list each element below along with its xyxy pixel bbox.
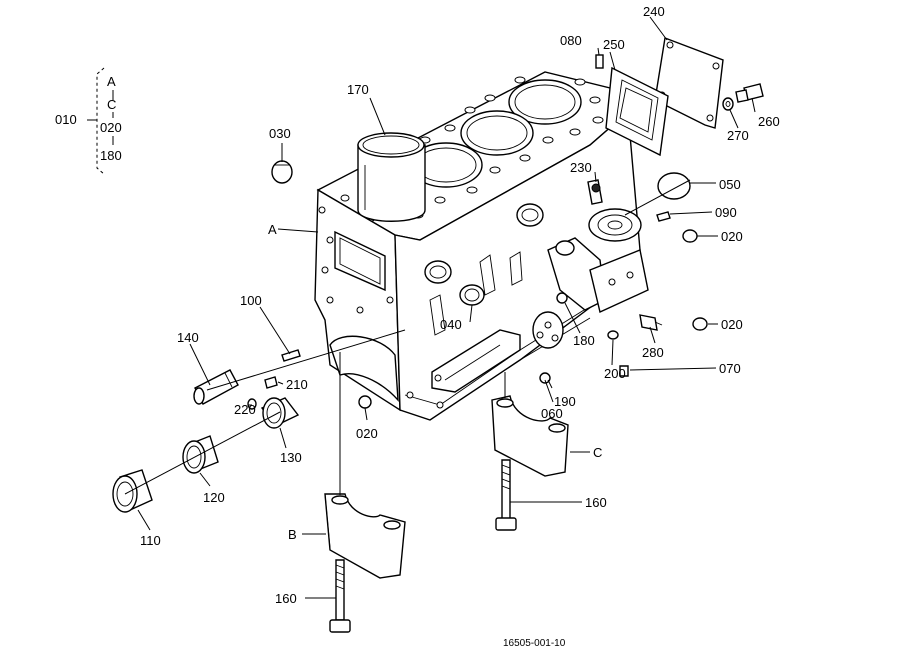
label-a: A — [268, 222, 277, 237]
bolt-160-lower — [329, 559, 351, 633]
bushing-130 — [260, 397, 300, 429]
label-080: 080 — [560, 33, 582, 48]
crank-bore-front — [329, 335, 399, 402]
label-020-upper: 020 — [721, 229, 743, 244]
part-labels: 240 080 250 170 030 260 270 050 230 090 … — [140, 4, 780, 606]
label-070: 070 — [719, 361, 741, 376]
label-050: 050 — [719, 177, 741, 192]
label-020-lower: 020 — [356, 426, 378, 441]
legend-a-label: A — [107, 74, 116, 89]
legend-180-label: 180 — [100, 148, 122, 163]
side-core-plug-1 — [516, 203, 544, 227]
gasket-250 — [605, 66, 669, 157]
label-030: 030 — [269, 126, 291, 141]
oil-switch-230 — [587, 179, 603, 205]
label-200: 200 — [604, 366, 626, 381]
label-110: 110 — [140, 533, 161, 548]
label-220: 220 — [234, 402, 256, 417]
pin-100 — [281, 349, 301, 362]
bolt-160-upper — [495, 459, 517, 531]
plug-020-lower — [358, 395, 372, 409]
sensor-280 — [639, 314, 663, 331]
label-100: 100 — [240, 293, 262, 308]
label-040: 040 — [440, 317, 462, 332]
oil-pan-rail — [431, 329, 521, 393]
cylinder-block — [314, 71, 649, 421]
legend-main-label: 010 — [55, 112, 77, 127]
leader-lines — [124, 16, 756, 599]
o-ring-220 — [247, 398, 257, 410]
bearing-case-c — [491, 395, 569, 477]
label-230: 230 — [570, 160, 592, 175]
bearing-case-b — [324, 493, 406, 579]
legend-bracket — [96, 67, 105, 175]
label-060: 060 — [541, 406, 563, 421]
label-280: 280 — [642, 345, 664, 360]
plug-180 — [556, 292, 568, 304]
oil-filter-adapter — [588, 208, 642, 242]
label-120: 120 — [203, 490, 225, 505]
drawing-number: 16505-001-10 — [503, 638, 566, 649]
plug-200 — [607, 330, 619, 340]
label-180: 180 — [573, 333, 595, 348]
legend-group: 010 A C 020 180 — [55, 67, 122, 175]
plug-190 — [539, 372, 551, 384]
plug-070 — [619, 365, 629, 377]
cylinder-bore-3 — [460, 110, 534, 156]
bushing-110 — [112, 469, 153, 513]
side-core-plug-3 — [459, 284, 485, 306]
label-020-right: 020 — [721, 317, 743, 332]
label-270: 270 — [727, 128, 749, 143]
fitting-210 — [264, 376, 278, 389]
oil-pump-boss — [532, 311, 564, 349]
label-240: 240 — [643, 4, 665, 19]
label-250: 250 — [603, 37, 625, 52]
cylinder-bore-4 — [508, 79, 582, 125]
label-b: B — [288, 527, 297, 542]
plug-020-right — [692, 317, 708, 331]
label-210: 210 — [286, 377, 308, 392]
rear-flange — [589, 249, 649, 313]
bolt-260 — [735, 83, 764, 103]
label-260: 260 — [758, 114, 780, 129]
cylinder-liner-170 — [357, 132, 426, 222]
pin-080 — [595, 54, 604, 69]
label-190: 190 — [554, 394, 576, 409]
label-130: 130 — [280, 450, 302, 465]
core-plug-030 — [271, 160, 293, 184]
legend-020-label: 020 — [100, 120, 122, 135]
legend-c-label: C — [107, 97, 116, 112]
label-090: 090 — [715, 205, 737, 220]
front-cover-window — [334, 230, 386, 292]
label-170: 170 — [347, 82, 369, 97]
label-c: C — [593, 445, 602, 460]
washer-270 — [722, 97, 734, 111]
side-core-plug-2 — [424, 260, 452, 284]
plug-020-upper — [682, 229, 698, 243]
label-160-lower: 160 — [275, 591, 297, 606]
pin-090 — [656, 211, 671, 222]
label-160-upper: 160 — [585, 495, 607, 510]
label-140: 140 — [177, 330, 199, 345]
